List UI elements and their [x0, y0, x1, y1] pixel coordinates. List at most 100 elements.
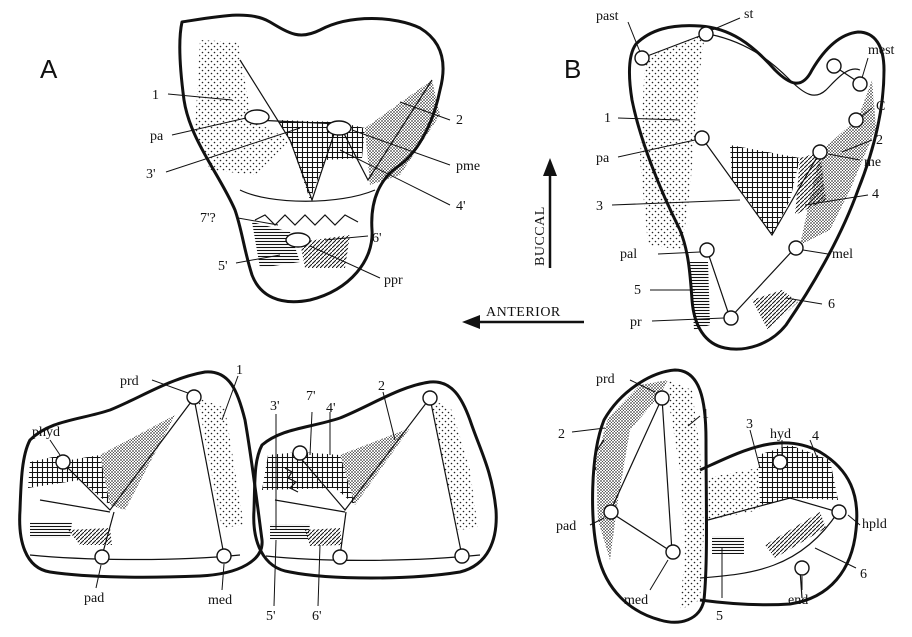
lower-right-region-1 [668, 380, 704, 610]
panel-b-label-pa: pa [596, 151, 610, 166]
panel-a-label-1: 1 [152, 88, 159, 103]
panel-b-label-1: 1 [604, 111, 611, 126]
lower-right-cusp-prd [655, 391, 669, 405]
lower-right-cusp-pad [604, 505, 618, 519]
panel-b-label-pal: pal [620, 247, 637, 262]
panel-b-label-5: 5 [634, 283, 641, 298]
lower-right-label-med: med [624, 593, 648, 608]
lower-left-t2-cusp-phyd [293, 446, 307, 460]
panel-b-label-me: me [864, 155, 881, 170]
panel-b-cusp-me [813, 145, 827, 159]
lower-left-t1-cusp-med [217, 549, 231, 563]
panel-b-cusp-pal [700, 243, 714, 257]
panel-a-label-3p: 3' [146, 167, 156, 182]
lower-left-label-3p: 3' [270, 399, 280, 414]
panel-b-upper-molar: B past st mest C 1 2 pa me 3 4 pal mel 5… [564, 7, 895, 349]
lower-right-cusp-end [795, 561, 809, 575]
panel-a-letter: A [40, 54, 58, 84]
lower-left-t1-cusp-pad [95, 550, 109, 564]
lower-left-label-1: 1 [236, 363, 243, 378]
lower-right-label-3: 3 [746, 417, 753, 432]
panel-b-region-3 [730, 145, 800, 235]
panel-b-label-mel: mel [832, 247, 853, 262]
panel-a-label-5p: 5' [218, 259, 228, 274]
lower-left-molars: prd 1 phyd pad med 3' 7' 4' 2 5' 6' [20, 363, 497, 624]
lower-right-molar: prd 1 2 3 hyd 4 pad hpld med 5 6 end [556, 370, 887, 624]
lower-right-label-hpld: hpld [862, 517, 887, 532]
lower-left-t1-region-shade [100, 415, 175, 510]
lower-left-label-6p: 6' [312, 609, 322, 624]
anterior-arrow-head [462, 315, 480, 329]
orientation-arrows: BUCCAL ANTERIOR [462, 158, 584, 329]
panel-a-label-7q: 7'? [200, 211, 216, 226]
panel-a-label-6p: 6' [372, 231, 382, 246]
panel-b-cusp-past [635, 51, 649, 65]
lower-left-t1-region-1 [198, 398, 244, 528]
lower-left-label-pad: pad [84, 591, 104, 606]
lower-right-region-6 [765, 512, 826, 558]
lower-left-t1-cusp-phyd [56, 455, 70, 469]
panel-a-label-pme: pme [456, 159, 480, 174]
panel-b-letter: B [564, 54, 581, 84]
lower-right-cusp-hpld [832, 505, 846, 519]
panel-b-label-3: 3 [596, 199, 603, 214]
lower-right-label-hyd: hyd [770, 427, 791, 442]
panel-a-cusp-pa [245, 110, 269, 124]
panel-b-label-mest: mest [868, 43, 895, 58]
lower-right-label-pad: pad [556, 519, 576, 534]
panel-a-upper-molar: A 1 pa 3' 2 pme 4' 7'? 6' 5' ppr [40, 15, 480, 302]
lower-left-label-5p: 5' [266, 609, 276, 624]
panel-b-label-c: C [876, 99, 885, 114]
panel-b-cusp-c [849, 113, 863, 127]
lower-right-region-2 [596, 380, 668, 560]
panel-b-region-6 [752, 290, 798, 330]
buccal-arrow-head [543, 158, 557, 176]
lower-right-label-end: end [788, 593, 808, 608]
panel-b-cusp-mel [789, 241, 803, 255]
lower-left-label-7p: 7' [306, 389, 316, 404]
panel-a-region-2 [365, 80, 440, 185]
lower-left-t2-region-1 [430, 398, 478, 530]
lower-left-t1-region-horiz [30, 522, 72, 538]
panel-b-cusp-pr [724, 311, 738, 325]
panel-a-label-ppr: ppr [384, 273, 403, 288]
lower-right-region-5 [712, 536, 744, 554]
panel-b-cusp-pa [695, 131, 709, 145]
lower-left-t2-cusp-prd [423, 391, 437, 405]
lower-right-region-hyd [758, 445, 792, 505]
lower-left-label-2: 2 [378, 379, 385, 394]
panel-b-label-pr: pr [630, 315, 642, 330]
lower-right-label-prd: prd [596, 372, 615, 387]
lower-left-t1-cusp-prd [187, 390, 201, 404]
panel-b-cusp-st [699, 27, 713, 41]
anterior-label: ANTERIOR [486, 305, 561, 320]
lower-right-label-1: 1 [702, 407, 709, 422]
lower-right-label-6: 6 [860, 567, 867, 582]
lower-left-label-prd: prd [120, 374, 139, 389]
lower-right-label-2: 2 [558, 427, 565, 442]
lower-left-label-4p: 4' [326, 401, 336, 416]
panel-b-label-st: st [744, 7, 753, 22]
panel-a-cusp-pme [327, 121, 351, 135]
lower-left-t2-cusp-pad [333, 550, 347, 564]
panel-b-label-4: 4 [872, 187, 879, 202]
panel-a-cusp-ppr [286, 233, 310, 247]
lower-left-t2-cusp-med [455, 549, 469, 563]
panel-a-label-2: 2 [456, 113, 463, 128]
lower-left-label-phyd: phyd [32, 425, 60, 440]
panel-b-cusp-mest-1 [827, 59, 841, 73]
panel-b-label-2: 2 [876, 133, 883, 148]
panel-b-cusp-mest-2 [853, 77, 867, 91]
panel-b-label-6: 6 [828, 297, 835, 312]
lower-right-region-4 [790, 445, 838, 500]
lower-left-t2-region-diag [305, 528, 342, 546]
panel-a-label-pa: pa [150, 129, 164, 144]
buccal-label: BUCCAL [533, 206, 548, 266]
lower-left-label-med: med [208, 593, 232, 608]
lower-right-label-4: 4 [812, 429, 819, 444]
lower-right-region-3 [706, 468, 760, 520]
lower-right-label-5: 5 [716, 609, 723, 624]
panel-b-label-past: past [596, 9, 619, 24]
lower-right-cusp-hyd [773, 455, 787, 469]
